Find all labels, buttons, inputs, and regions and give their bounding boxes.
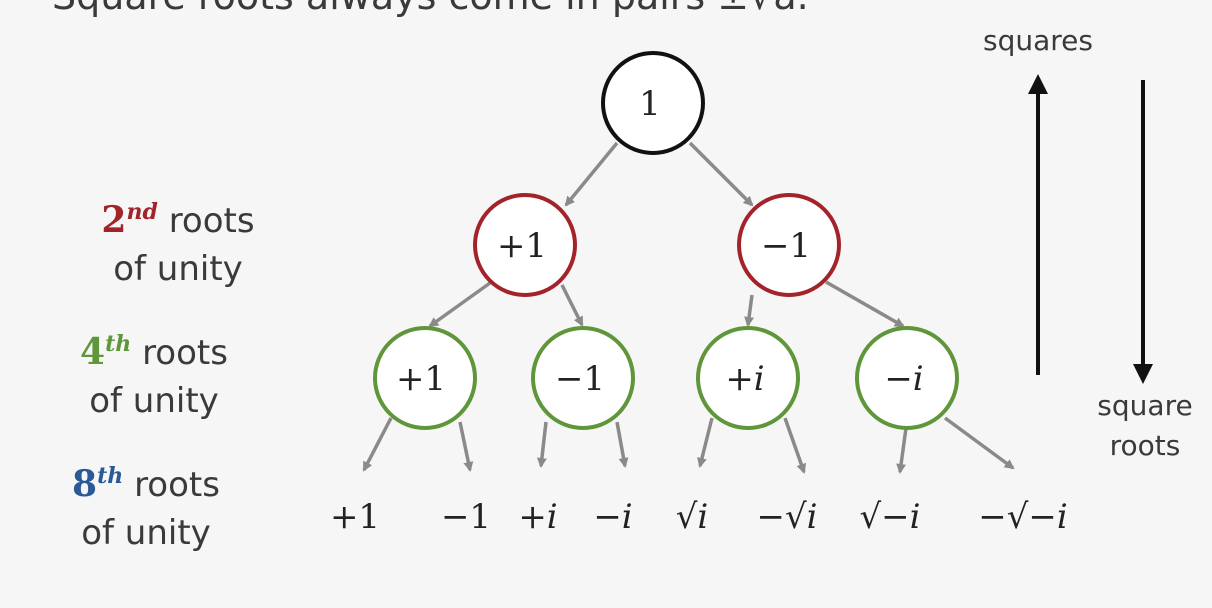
l8-minus-sqrt-i: −√i [756, 497, 817, 537]
node-l4-minus-i: −i [855, 326, 959, 430]
l8-minus-1: −1 [441, 497, 491, 537]
node-l4-minus-1: −1 [531, 326, 635, 430]
node-l4-plus-i: +i [696, 326, 800, 430]
root-node: 1 [601, 51, 705, 155]
label-4th-roots: 4th roots of unity [80, 331, 228, 421]
square-roots-label: square roots [1097, 389, 1193, 462]
label-8th-number: 8th [72, 463, 124, 505]
node-l2-plus-1-label: +1 [497, 226, 547, 266]
node-l2-minus-1: −1 [737, 193, 841, 297]
node-l2-plus-1: +1 [473, 193, 577, 297]
l8-sqrt-i: √i [676, 497, 709, 537]
l8-plus-1: +1 [330, 497, 380, 537]
node-l4-minus-1-label: −1 [555, 359, 605, 399]
l8-minus-i: −i [593, 497, 632, 537]
node-l4-minus-i-label: −i [884, 359, 923, 399]
slide-title: Square roots always come in pairs ±√a. [52, 0, 809, 18]
squares-label: squares [983, 24, 1093, 57]
label-2nd-number: 2nd [101, 199, 158, 241]
eighth-roots-values: +1 −1 +i −i √i −√i √−i −√−i [330, 497, 1068, 537]
l8-minus-sqrt-minus-i: −√−i [978, 497, 1068, 537]
label-2nd-roots: 2nd roots of unity [101, 199, 255, 289]
l8-sqrt-minus-i: √−i [859, 497, 920, 537]
root-node-label: 1 [639, 84, 661, 124]
l8-plus-i: +i [518, 497, 557, 537]
node-l2-minus-1-label: −1 [761, 226, 811, 266]
node-l4-plus-1: +1 [373, 326, 477, 430]
tree-edges [362, 141, 1015, 474]
label-4th-number: 4th [80, 331, 132, 373]
node-l4-plus-1-label: +1 [396, 359, 446, 399]
node-l4-plus-i-label: +i [725, 359, 764, 399]
label-8th-roots: 8th roots of unity [72, 463, 220, 553]
